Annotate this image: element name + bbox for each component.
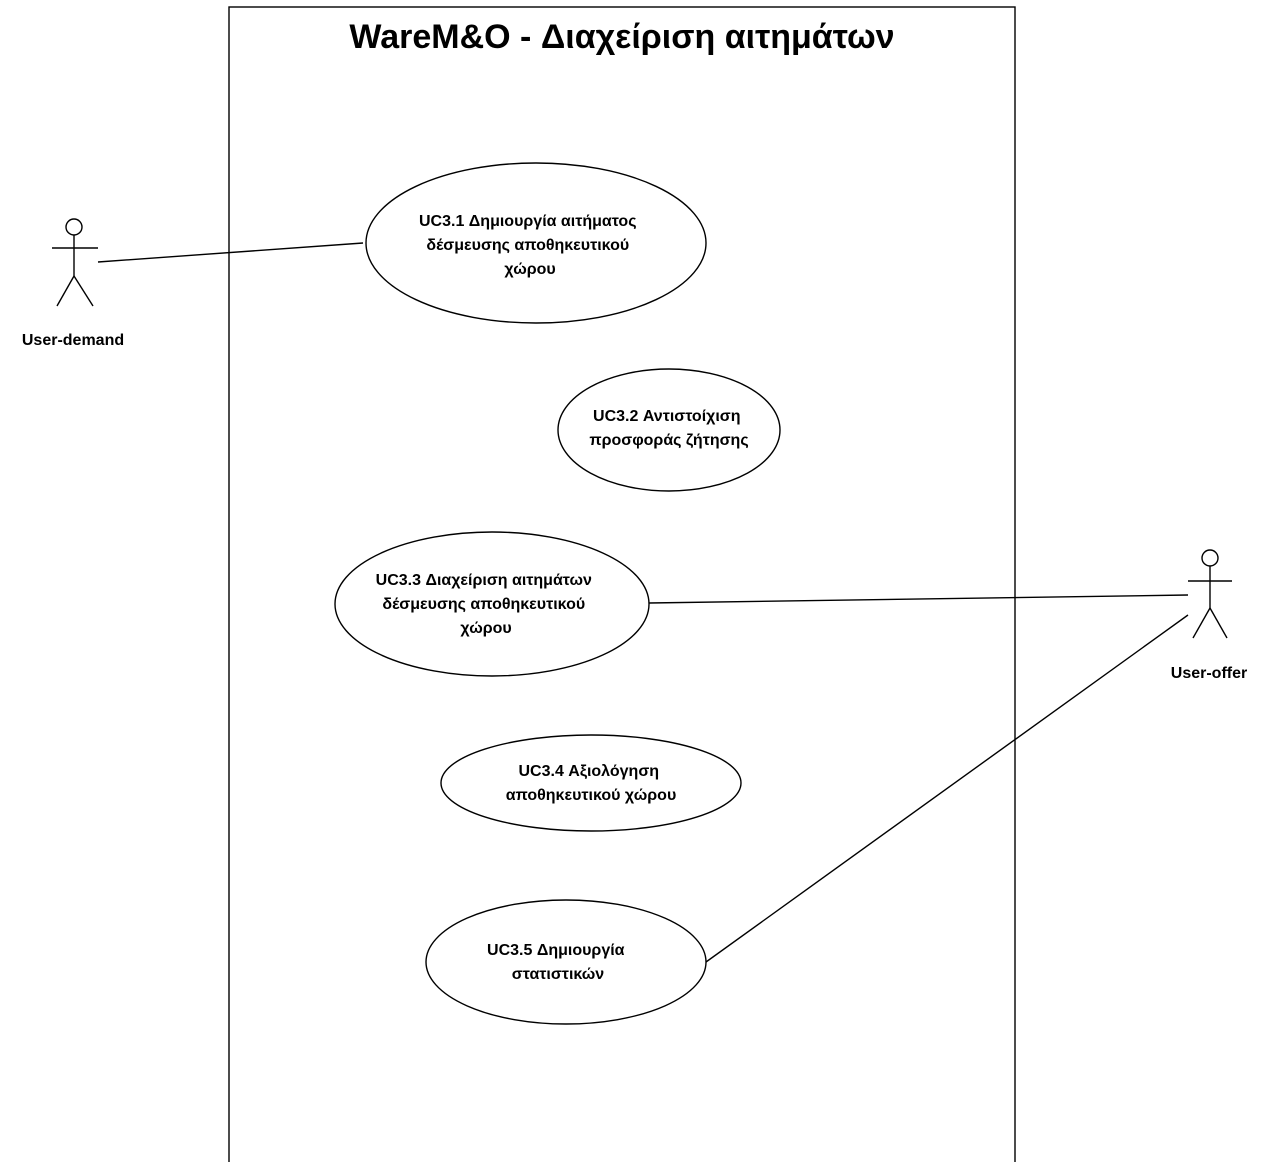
use-case-label: UC3.2 Αντιστοίχιση προσφοράς ζήτησης xyxy=(589,408,748,449)
association-offer-uc35 xyxy=(705,614,1189,963)
system-boundary xyxy=(228,6,1016,1162)
association-demand-uc31 xyxy=(97,242,364,263)
use-case-ellipse xyxy=(557,368,781,492)
actor-user-offer[interactable]: User-offer xyxy=(1171,549,1247,682)
use-case-ellipse xyxy=(425,899,707,1025)
use-case-uc33[interactable]: UC3.3 Διαχείριση αιτημάτων δέσμευσης απο… xyxy=(334,531,650,677)
system-title: WareM&O - Διαχείριση αιτημάτων xyxy=(349,18,894,56)
use-case-label: UC3.1 Δημιουργία αιτήματος δέσμευσης απο… xyxy=(419,213,641,278)
stick-figure-icon xyxy=(52,218,98,307)
use-case-uc35[interactable]: UC3.5 Δημιουργία στατιστικών xyxy=(425,899,707,1025)
actor-label: User-demand xyxy=(22,332,124,349)
use-case-label: UC3.4 Αξιολόγηση αποθηκευτικού χώρου xyxy=(506,763,677,804)
use-case-ellipse xyxy=(334,531,650,677)
stick-figure-icon xyxy=(1188,549,1232,639)
use-case-uc31[interactable]: UC3.1 Δημιουργία αιτήματος δέσμευσης απο… xyxy=(365,162,707,324)
use-case-ellipse xyxy=(440,734,742,832)
actor-label: User-offer xyxy=(1171,665,1247,682)
use-case-label: UC3.3 Διαχείριση αιτημάτων δέσμευσης απο… xyxy=(376,572,597,637)
use-case-uc32[interactable]: UC3.2 Αντιστοίχιση προσφοράς ζήτησης xyxy=(557,368,781,492)
use-case-label: UC3.5 Δημιουργία στατιστικών xyxy=(487,942,629,983)
association-offer-uc33 xyxy=(648,594,1189,604)
actor-user-demand[interactable]: User-demand xyxy=(22,218,124,349)
use-case-ellipse xyxy=(365,162,707,324)
use-case-uc34[interactable]: UC3.4 Αξιολόγηση αποθηκευτικού χώρου xyxy=(440,734,742,832)
